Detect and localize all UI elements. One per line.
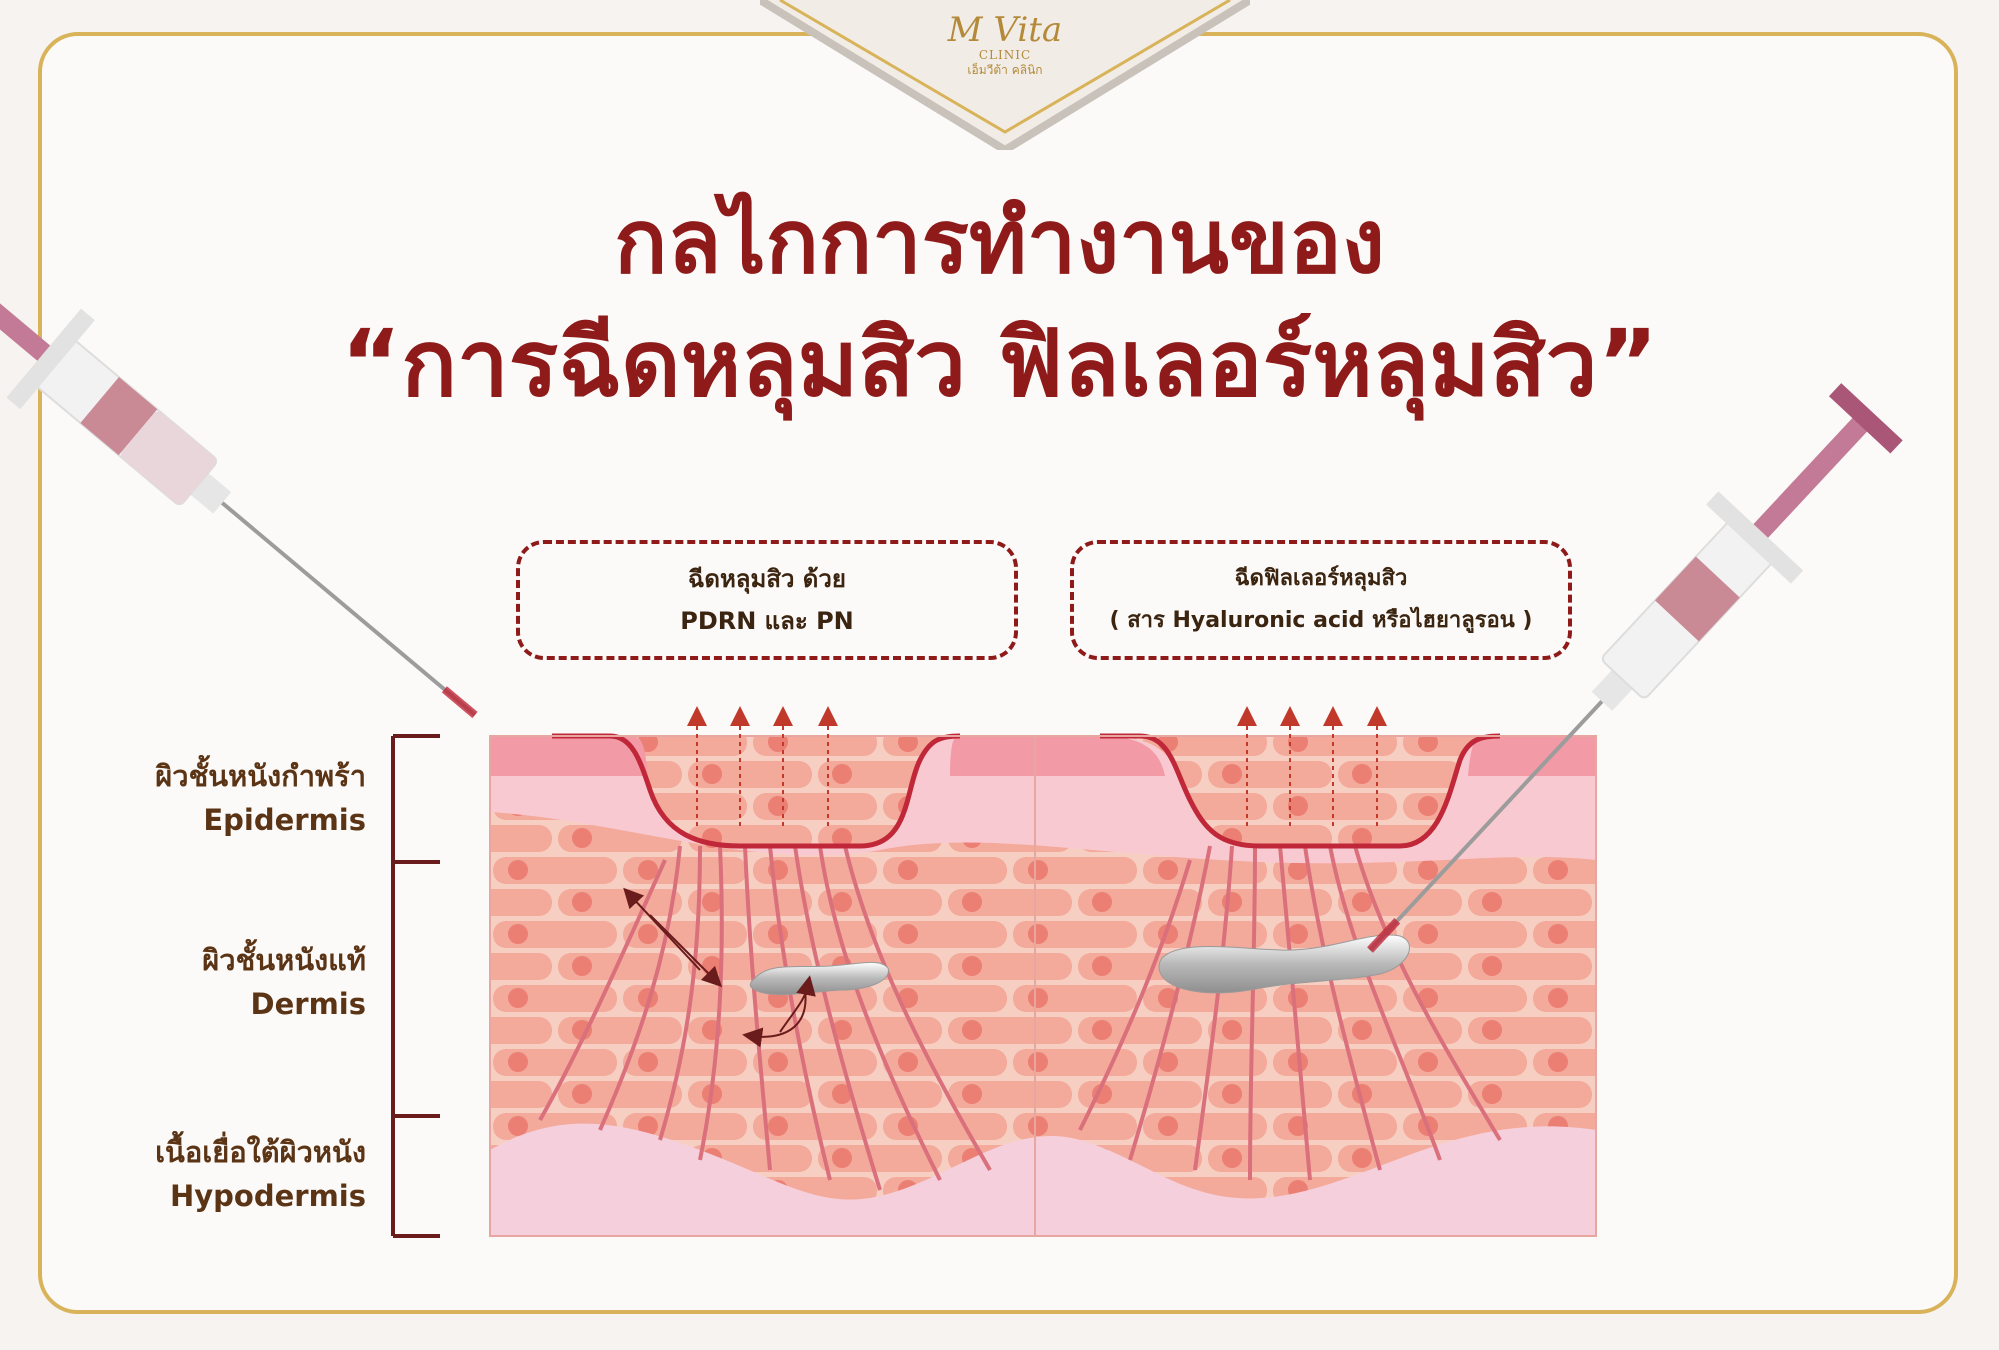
label-hypodermis-english: Hypodermis bbox=[169, 1179, 366, 1213]
callout-pdrn: ฉีดหลุมสิว ด้วย PDRN และ PN bbox=[516, 540, 1018, 660]
clinic-logo: M Vita CLINIC เอ็มวีต้า คลินิก bbox=[930, 12, 1080, 78]
label-hypodermis-thai: เนื้อเยื่อใต้ผิวหนัง bbox=[155, 1135, 366, 1169]
title-line-2: “การฉีดหลุมสิว ฟิลเลอร์หลุมสิว” bbox=[340, 310, 1659, 417]
callout-filler-line1: ฉีดฟิลเลอร์หลุมสิว bbox=[1234, 566, 1408, 591]
label-hypodermis: เนื้อเยื่อใต้ผิวหนัง Hypodermis bbox=[60, 1130, 366, 1218]
logo-brand: M Vita bbox=[947, 10, 1063, 50]
callout-filler: ฉีดฟิลเลอร์หลุมสิว ( สาร Hyaluronic acid… bbox=[1070, 540, 1572, 660]
label-dermis: ผิวชั้นหนังแท้ Dermis bbox=[60, 938, 366, 1026]
label-epidermis: ผิวชั้นหนังกำพร้า Epidermis bbox=[60, 754, 366, 842]
title-line-1: กลไกการทำงานของ bbox=[614, 190, 1385, 293]
logo-sub: CLINIC bbox=[978, 48, 1032, 62]
callout-filler-line2: ( สาร Hyaluronic acid หรือไฮยาลูรอน ) bbox=[1109, 608, 1533, 633]
logo-chevron bbox=[760, 0, 1250, 150]
callout-pdrn-line2: PDRN และ PN bbox=[680, 607, 854, 635]
label-dermis-thai: ผิวชั้นหนังแท้ bbox=[202, 943, 366, 977]
label-dermis-english: Dermis bbox=[250, 987, 366, 1021]
logo-thai: เอ็มวีต้า คลินิก bbox=[967, 63, 1043, 77]
callout-pdrn-line1: ฉีดหลุมสิว ด้วย bbox=[688, 565, 846, 593]
label-epidermis-thai: ผิวชั้นหนังกำพร้า bbox=[155, 759, 366, 793]
label-epidermis-english: Epidermis bbox=[203, 803, 366, 837]
